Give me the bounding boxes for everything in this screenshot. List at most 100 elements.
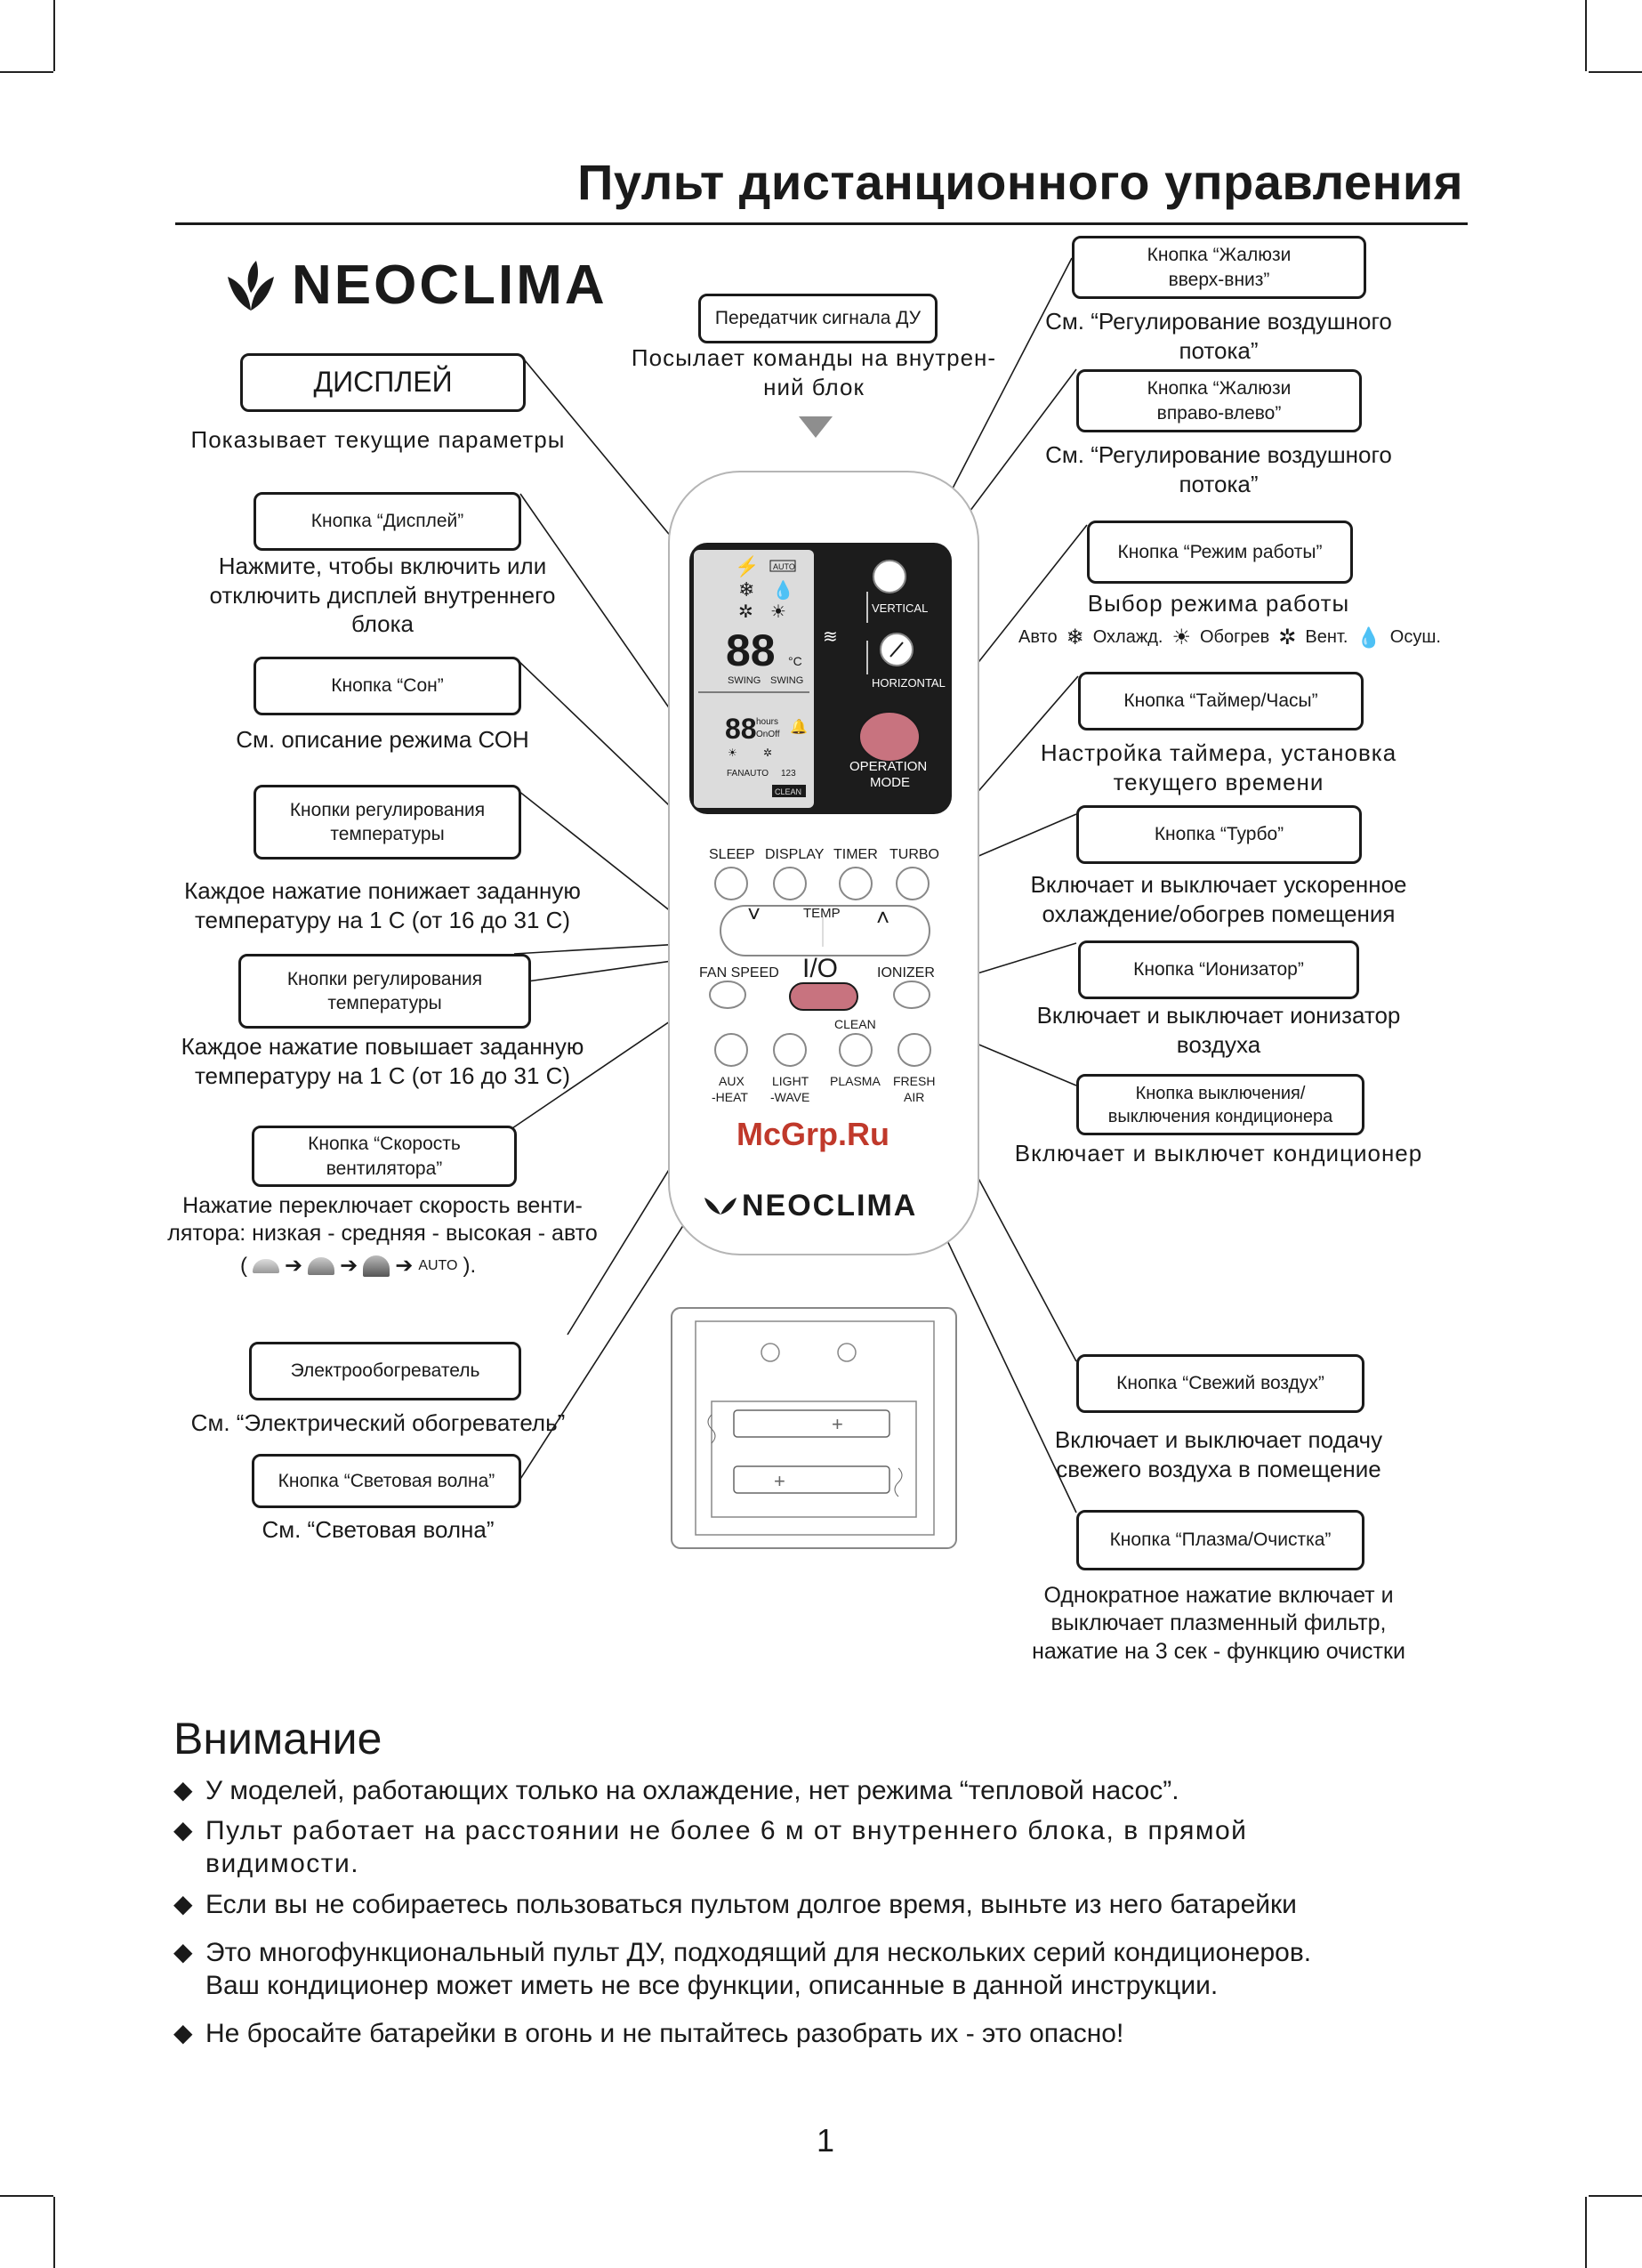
- warning-item: ◆ Если вы не собираетесь пользоваться пу…: [173, 1889, 1297, 1922]
- lcd-fanauto: FANAUTO: [727, 769, 769, 779]
- label-aux-heat: Электрообогреватель: [249, 1342, 521, 1400]
- label-light-wave: Кнопка “Световая волна”: [252, 1454, 521, 1508]
- desc-plasma: Однократное нажатие включает и выключает…: [1032, 1583, 1405, 1664]
- label-display: DISPLAY: [765, 847, 825, 862]
- label-wave: -WAVE: [770, 1090, 809, 1104]
- svg-text:≋: ≋: [823, 627, 838, 647]
- label-transmitter: Передатчик сигнала ДУ: [698, 294, 938, 343]
- desc-ionizer: Включает и выключает ионизатор воздуха: [1036, 1002, 1401, 1058]
- brand-logo: NEOCLIMA: [222, 254, 608, 317]
- mode-auto: Авто: [1018, 627, 1058, 647]
- label-ionizer: Кнопка “Ионизатор”: [1078, 940, 1359, 999]
- brand-name: NEOCLIMA: [292, 254, 608, 316]
- page-title: Пульт дистанционного управления: [577, 154, 1463, 210]
- desc-display-area: Показывает текущие параметры: [190, 426, 566, 453]
- label-mode: Кнопка “Режим работы”: [1087, 521, 1353, 584]
- label-louver-horizontal: Кнопка “Жалюзи вправо-влево”: [1076, 369, 1362, 432]
- desc-fresh-air: Включает и выключает подачу свежего возд…: [1054, 1426, 1383, 1482]
- label-timer: Кнопка “Таймер/Часы”: [1078, 672, 1364, 730]
- warning-text: Не бросайте батарейки в огонь и не пытай…: [205, 2019, 1124, 2048]
- label-turbo: Кнопка “Турбо”: [1076, 805, 1362, 864]
- lcd-swing-2: SWING: [770, 675, 803, 686]
- warning-text: Пульт работает на расстоянии не более 6 …: [205, 1816, 1248, 1878]
- desc-aux-heat: См. “Электрический обогреватель”: [190, 1409, 566, 1436]
- fan-icon: ✲: [1278, 626, 1297, 650]
- svg-text:❄: ❄: [738, 578, 754, 601]
- svg-text:🔔: 🔔: [790, 719, 808, 735]
- label-fan-speed-box: Кнопка “Скорость вентилятора”: [252, 1126, 517, 1187]
- label-aux: AUX: [719, 1074, 745, 1088]
- label-sleep-button: Кнопка “Сон”: [254, 657, 521, 715]
- label-temp-down: Кнопки регулирования температуры: [254, 785, 521, 860]
- mode-fan: Вент.: [1305, 627, 1348, 647]
- label-fresh-air: Кнопка “Свежий воздух”: [1076, 1354, 1364, 1413]
- warning-item: ◆ Не бросайте батарейки в огонь и не пыт…: [173, 2018, 1123, 2051]
- desc-louver-vertical: См. “Регулирование воздушного потока”: [1045, 308, 1392, 364]
- label-display-button: Кнопка “Дисплей”: [254, 492, 521, 551]
- label-light: LIGHT: [772, 1074, 809, 1088]
- fan-high-icon: [363, 1255, 390, 1277]
- remote-brand: NEOCLIMA: [742, 1189, 917, 1223]
- leaf-icon: [228, 260, 274, 311]
- lcd-onoff: OnOff: [756, 730, 780, 739]
- fan-mid-icon: [308, 1256, 335, 1275]
- crop-mark: [0, 71, 53, 73]
- diamond-icon: ◆: [173, 1776, 193, 1804]
- svg-text:˅: ˅: [747, 900, 761, 927]
- label-plasma: PLASMA: [830, 1074, 881, 1088]
- desc-light-wave: См. “Световая волна”: [262, 1516, 495, 1543]
- label-fan-speed: FAN SPEED: [699, 965, 779, 981]
- crop-mark: [53, 0, 55, 71]
- desc-display-button: Нажмите, чтобы включить или отключить ди…: [209, 553, 556, 637]
- diamond-icon: ◆: [173, 1816, 195, 1844]
- svg-text:☀: ☀: [770, 602, 786, 622]
- arrow-icon: ➔: [285, 1254, 303, 1278]
- desc-timer: Настройка таймера, установка текущего вр…: [1040, 739, 1397, 795]
- page-number: 1: [817, 2122, 835, 2159]
- svg-text:+: +: [832, 1413, 843, 1435]
- svg-text:⚡: ⚡: [735, 555, 759, 578]
- arrow-icon: ➔: [340, 1254, 358, 1278]
- fan-low-icon: [253, 1258, 279, 1273]
- label-vertical: VERTICAL: [872, 601, 928, 615]
- warning-item: ◆ У моделей, работающих только на охлажд…: [173, 1775, 1179, 1808]
- diamond-icon: ◆: [173, 2019, 193, 2046]
- lcd-hours: hours: [756, 717, 778, 727]
- label-louver-vertical: Кнопка “Жалюзи вверх-вниз”: [1072, 236, 1366, 299]
- label-power: I/O: [802, 954, 838, 983]
- desc-louver-horizontal: См. “Регулирование воздушного потока”: [1045, 441, 1392, 497]
- warning-item: ◆ Пульт работает на расстоянии не более …: [173, 1815, 1247, 1880]
- warning-text: Если вы не собираетесь пользоваться пуль…: [205, 1890, 1297, 1919]
- desc-sleep-button: См. описание режима СОН: [236, 726, 529, 753]
- label-power: Кнопка выключения/ выключения кондиционе…: [1076, 1074, 1364, 1135]
- watermark: McGrp.Ru: [736, 1116, 889, 1152]
- label-horizontal: HORIZONTAL: [872, 676, 946, 690]
- crop-mark: [1589, 71, 1642, 73]
- crop-mark: [1585, 0, 1587, 71]
- lcd-unit: °C: [788, 654, 802, 668]
- label-ionizer: IONIZER: [877, 965, 935, 981]
- crop-mark: [1589, 2195, 1642, 2197]
- label-turbo: TURBO: [889, 847, 939, 862]
- desc-temp-down: Каждое нажатие понижает заданную темпера…: [184, 877, 581, 933]
- crop-mark: [1585, 2197, 1587, 2268]
- label-plasma: Кнопка “Плазма/Очистка”: [1076, 1510, 1364, 1570]
- warning-text: Это многофункциональный пульт ДУ, подход…: [205, 1938, 1312, 2000]
- lcd-swing-1: SWING: [728, 675, 761, 686]
- label-air: AIR: [904, 1090, 924, 1104]
- sun-icon: ☀: [1171, 626, 1191, 650]
- lcd-clean: CLEAN: [775, 787, 801, 796]
- fan-sequence: ( ➔ ➔ ➔ AUTO ).: [240, 1253, 477, 1279]
- label-clean: CLEAN: [834, 1017, 876, 1031]
- lcd-digits: 88: [726, 626, 776, 675]
- desc-temp-up: Каждое нажатие повышает заданную темпера…: [181, 1033, 584, 1089]
- title-rule: [175, 222, 1468, 225]
- svg-text:✲: ✲: [763, 747, 772, 759]
- label-fresh: FRESH: [893, 1074, 935, 1088]
- svg-text:☀: ☀: [728, 747, 737, 759]
- warning-title: Внимание: [173, 1714, 382, 1764]
- warning-item: ◆ Это многофункциональный пульт ДУ, подх…: [173, 1937, 1311, 2002]
- label-temp: TEMP: [803, 906, 841, 921]
- label-temp-up: Кнопки регулирования температуры: [238, 954, 531, 1029]
